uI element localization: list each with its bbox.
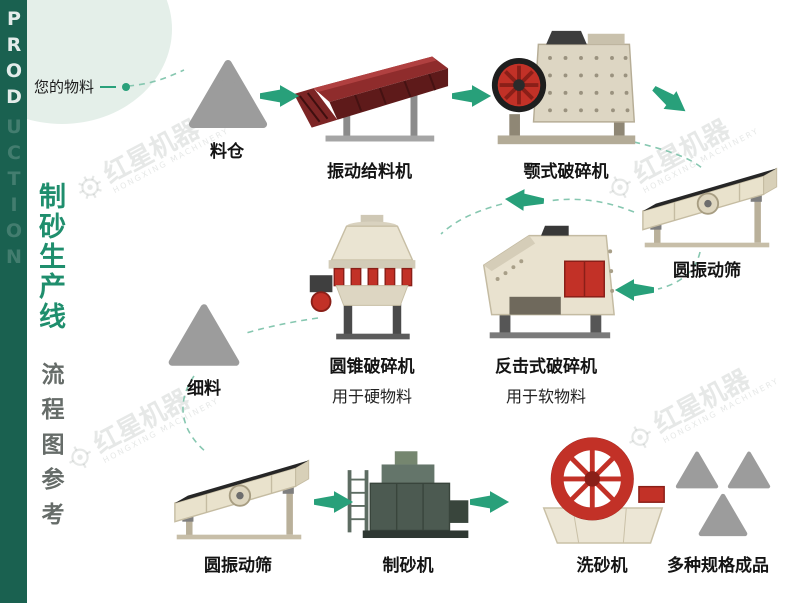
vibrating-feeder-image: [286, 48, 454, 148]
sidebar-green-strip: [0, 0, 27, 603]
gear-icon: [72, 170, 109, 209]
jaw-crusher-label: 颚式破碎机: [523, 162, 609, 182]
material-line: [100, 85, 117, 88]
sand-maker-label: 制砂机: [382, 556, 434, 576]
cone-crusher-label: 圆锥破碎机: [329, 357, 415, 377]
arrow-feeder-to-jaw: [452, 84, 492, 108]
product-triangle-icon: [726, 450, 772, 490]
page-title-vertical: 制砂生产线: [34, 182, 65, 332]
material-label: 您的物料: [34, 78, 95, 96]
fines-label: 细料: [187, 379, 221, 399]
material-dot-icon: [122, 82, 131, 91]
product-triangle-icon: [674, 450, 720, 490]
gear-icon: [62, 440, 99, 479]
impact-crusher-label: 反击式破碎机: [495, 357, 597, 377]
jaw-crusher-image: [488, 24, 643, 152]
products-triangles-icon: [672, 448, 776, 540]
sand-washer-label: 洗砂机: [576, 556, 628, 576]
arrow-screen-to-impact: [614, 278, 654, 302]
arrow-screen-to-cone: [503, 187, 545, 213]
arrow-sandmaker-to-washer: [470, 490, 510, 514]
arrow-jaw-to-screen: [647, 79, 693, 122]
product-triangle-icon: [696, 492, 750, 538]
screen2-label: 圆振动筛: [204, 556, 272, 576]
gear-icon: [602, 170, 639, 209]
impact-crusher-note: 用于软物料: [505, 387, 586, 406]
sidebar-vertical-letters-faint: UCTION: [3, 116, 25, 272]
feeder-label: 振动给料机: [327, 162, 412, 182]
page-subtitle-vertical: 流程图参考: [37, 362, 63, 537]
arrow-screen2-to-sandmaker: [314, 490, 354, 514]
arrow-silo-to-feeder: [260, 84, 300, 108]
circular-vibrating-screen2-image: [160, 450, 318, 545]
cone-crusher-image: [306, 210, 438, 348]
gear-icon: [622, 420, 659, 459]
fines-triangle-icon: [166, 300, 242, 370]
sand-washer-image: [534, 436, 670, 548]
cone-crusher-note: 用于硬物料: [331, 387, 412, 406]
products-label: 多种规格成品: [667, 556, 769, 576]
silo-label: 料仓: [210, 142, 244, 162]
impact-crusher-image: [466, 220, 624, 342]
sand-maker-image: [342, 446, 474, 548]
sidebar-vertical-letters-bright: PROD: [3, 8, 25, 112]
material-tag: 您的物料: [34, 76, 131, 97]
silo-triangle-icon: [186, 56, 270, 132]
circular-vibrating-screen-image: [628, 158, 786, 253]
